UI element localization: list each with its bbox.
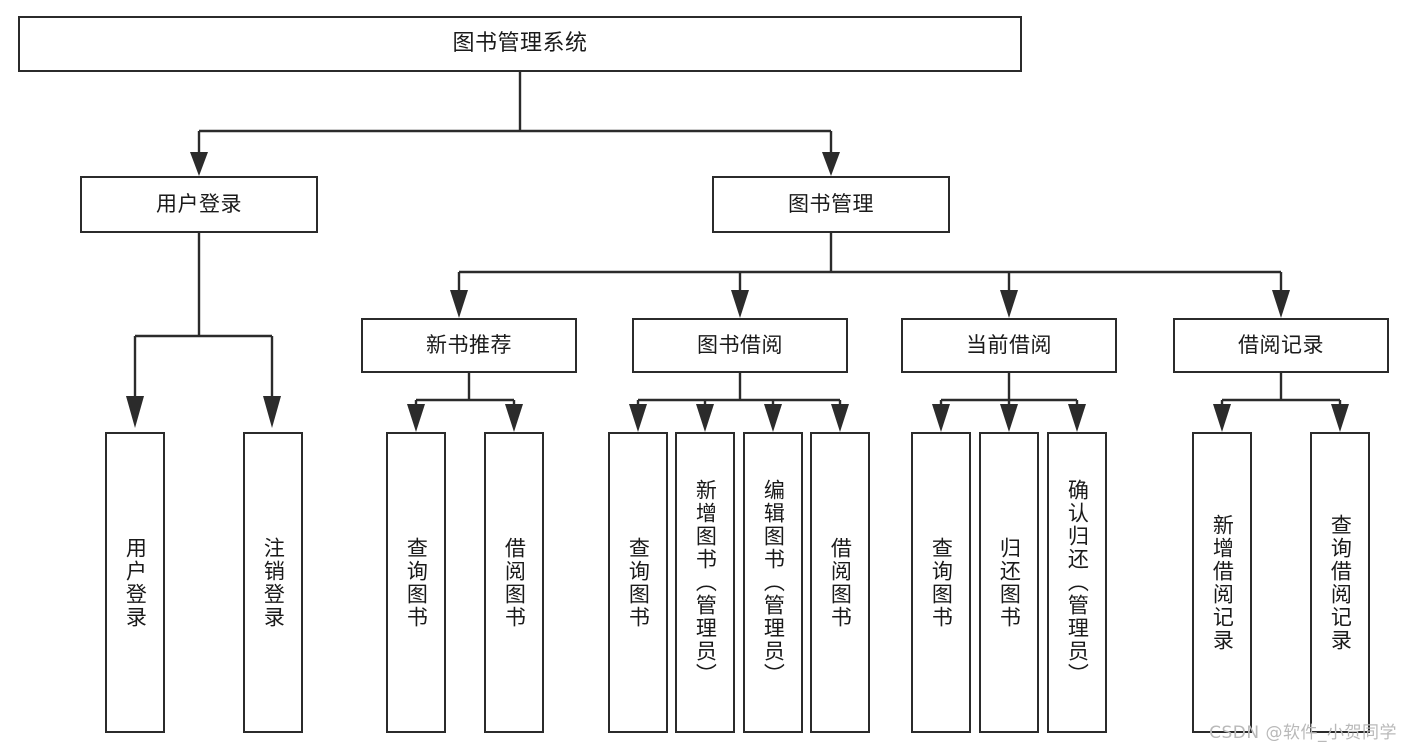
arrowhead-leaf-logout [263, 396, 281, 428]
arrowhead-leaf-user-login [126, 396, 144, 428]
node-leaf-borrow-book-1[interactable]: 借阅图书 [484, 432, 544, 733]
node-leaf-query-book-2[interactable]: 查询图书 [608, 432, 668, 733]
arrowhead-return-book [1000, 404, 1018, 432]
node-leaf-user-login-label: 用户登录 [123, 536, 148, 629]
node-leaf-edit-book[interactable]: 编辑图书（管理员） [743, 432, 803, 733]
arrowhead-query-book-1 [407, 404, 425, 432]
arrowhead-user-login [190, 152, 208, 176]
arrowhead-add-record [1213, 404, 1231, 432]
node-book-manage-label: 图书管理 [788, 191, 874, 216]
arrowhead-borrow-book-1 [505, 404, 523, 432]
arrowhead-query-record [1331, 404, 1349, 432]
arrowhead-borrow-record [1272, 290, 1290, 318]
arrowhead-edit-book [764, 404, 782, 432]
node-leaf-add-record[interactable]: 新增借阅记录 [1192, 432, 1252, 733]
node-leaf-add-record-label: 新增借阅记录 [1210, 513, 1235, 652]
node-leaf-return-book[interactable]: 归还图书 [979, 432, 1039, 733]
node-leaf-edit-book-label: 编辑图书（管理员） [761, 479, 786, 686]
node-leaf-logout-label: 注销登录 [261, 536, 286, 629]
arrowhead-add-book [696, 404, 714, 432]
node-book-manage[interactable]: 图书管理 [712, 176, 950, 233]
node-borrow-record[interactable]: 借阅记录 [1173, 318, 1389, 373]
arrowhead-borrow-book-2 [831, 404, 849, 432]
node-leaf-borrow-book-2[interactable]: 借阅图书 [810, 432, 870, 733]
node-leaf-confirm-return[interactable]: 确认归还（管理员） [1047, 432, 1107, 733]
node-leaf-query-record[interactable]: 查询借阅记录 [1310, 432, 1370, 733]
node-leaf-borrow-book-1-label: 借阅图书 [502, 536, 527, 629]
arrowhead-book-manage [822, 152, 840, 176]
watermark-text: CSDN @软件_小贺同学 [1209, 723, 1397, 743]
node-borrow-record-label: 借阅记录 [1238, 332, 1324, 357]
node-leaf-query-book-1[interactable]: 查询图书 [386, 432, 446, 733]
node-current-borrow-label: 当前借阅 [966, 332, 1052, 357]
node-root-label: 图书管理系统 [452, 30, 588, 56]
node-user-login-label: 用户登录 [156, 191, 242, 216]
arrowhead-new-book-rec [450, 290, 468, 318]
node-leaf-return-book-label: 归还图书 [997, 536, 1022, 629]
node-leaf-add-book-label: 新增图书（管理员） [693, 479, 718, 686]
arrowhead-query-book-2 [629, 404, 647, 432]
node-leaf-add-book[interactable]: 新增图书（管理员） [675, 432, 735, 733]
node-user-login[interactable]: 用户登录 [80, 176, 318, 233]
node-leaf-borrow-book-2-label: 借阅图书 [828, 536, 853, 629]
node-current-borrow[interactable]: 当前借阅 [901, 318, 1117, 373]
node-leaf-query-book-3[interactable]: 查询图书 [911, 432, 971, 733]
node-leaf-user-login[interactable]: 用户登录 [105, 432, 165, 733]
node-root[interactable]: 图书管理系统 [18, 16, 1022, 72]
arrowhead-book-borrow [731, 290, 749, 318]
node-new-book-rec[interactable]: 新书推荐 [361, 318, 577, 373]
arrowhead-current-borrow [1000, 290, 1018, 318]
arrowhead-confirm-return [1068, 404, 1086, 432]
node-leaf-logout[interactable]: 注销登录 [243, 432, 303, 733]
node-book-borrow[interactable]: 图书借阅 [632, 318, 848, 373]
node-leaf-query-book-2-label: 查询图书 [626, 536, 651, 629]
arrowhead-query-book-3 [932, 404, 950, 432]
node-leaf-confirm-return-label: 确认归还（管理员） [1065, 479, 1090, 686]
node-leaf-query-book-3-label: 查询图书 [929, 536, 954, 629]
node-leaf-query-record-label: 查询借阅记录 [1328, 513, 1353, 652]
node-new-book-rec-label: 新书推荐 [426, 332, 512, 357]
node-leaf-query-book-1-label: 查询图书 [404, 536, 429, 629]
node-book-borrow-label: 图书借阅 [697, 332, 783, 357]
